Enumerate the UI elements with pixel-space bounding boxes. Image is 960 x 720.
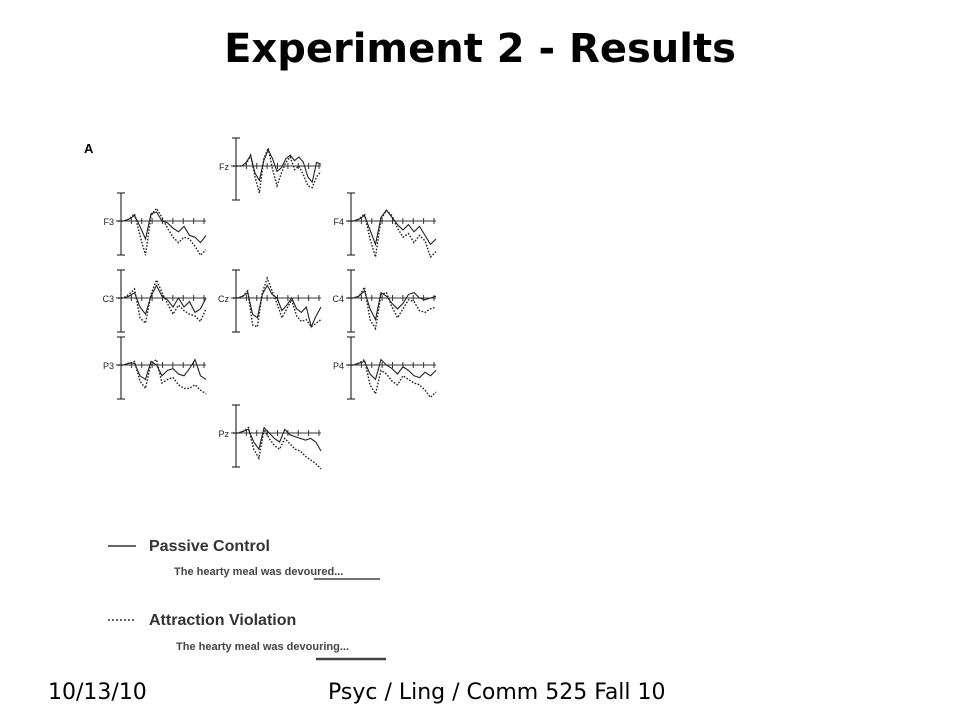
electrode-label-pz: Pz: [218, 429, 229, 439]
erp-waveform-f4-dotted: [348, 209, 437, 259]
erp-waveform-c4-solid: [348, 289, 437, 322]
legend-label-passive-control: Passive Control: [149, 538, 270, 555]
electrode-label-p4: P4: [333, 361, 344, 371]
electrode-plot-fz: Fz: [219, 137, 322, 201]
electrode-plot-pz: Pz: [218, 404, 322, 470]
legend-example-passive-control: The hearty meal was devoured...: [174, 566, 343, 578]
erp-waveform-cz-dotted: [233, 276, 322, 328]
erp-waveform-p4-dotted: [348, 358, 437, 399]
erp-waveform-p3-solid: [118, 358, 207, 381]
electrode-label-p3: P3: [103, 361, 114, 371]
erp-waveform-p3-dotted: [118, 358, 207, 395]
electrode-plot-p3: P3: [103, 336, 207, 400]
legend-example-word-passive: devoured: [285, 566, 335, 578]
erp-waveform-f3-dotted: [118, 207, 207, 257]
erp-waveform-c3-dotted: [118, 278, 207, 325]
erp-waveform-fz-dotted: [233, 145, 322, 194]
legend: Passive Control The hearty meal was devo…: [108, 538, 386, 661]
footer-date: 10/13/10: [48, 680, 147, 705]
erp-waveform-c3-solid: [118, 284, 207, 316]
erp-waveform-pz-dotted: [233, 426, 322, 470]
electrode-plot-p4: P4: [333, 336, 437, 400]
electrode-label-c4: C4: [332, 294, 344, 304]
electrode-label-fz: Fz: [219, 162, 229, 172]
electrode-label-f3: F3: [103, 217, 114, 227]
erp-waveform-cz-solid: [233, 284, 322, 329]
electrode-label-cz: Cz: [218, 294, 229, 304]
erp-waveform-f3-solid: [118, 211, 207, 244]
footer-course: Psyc / Ling / Comm 525 Fall 10: [328, 680, 666, 705]
erp-waveform-p4-solid: [348, 358, 437, 381]
electrode-label-f4: F4: [333, 217, 344, 227]
electrode-plot-c4: C4: [332, 269, 437, 333]
legend-label-attraction-violation: Attraction Violation: [149, 612, 296, 629]
erp-waveform-fz-solid: [233, 148, 322, 184]
slide-title: Experiment 2 - Results: [224, 26, 736, 72]
legend-example-attraction-violation: The hearty meal was devouring...: [176, 641, 349, 653]
legend-example-word-violation: devouring: [287, 641, 340, 653]
electrode-label-c3: C3: [102, 294, 114, 304]
electrode-plot-c3: C3: [102, 269, 207, 333]
panel-label: A: [84, 141, 94, 156]
erp-waveform-pz-solid: [233, 426, 322, 452]
electrode-plot-f4: F4: [333, 192, 437, 259]
electrode-plot-f3: F3: [103, 192, 207, 257]
erp-waveform-f4-solid: [348, 209, 437, 247]
electrode-plot-cz: Cz: [218, 269, 322, 333]
